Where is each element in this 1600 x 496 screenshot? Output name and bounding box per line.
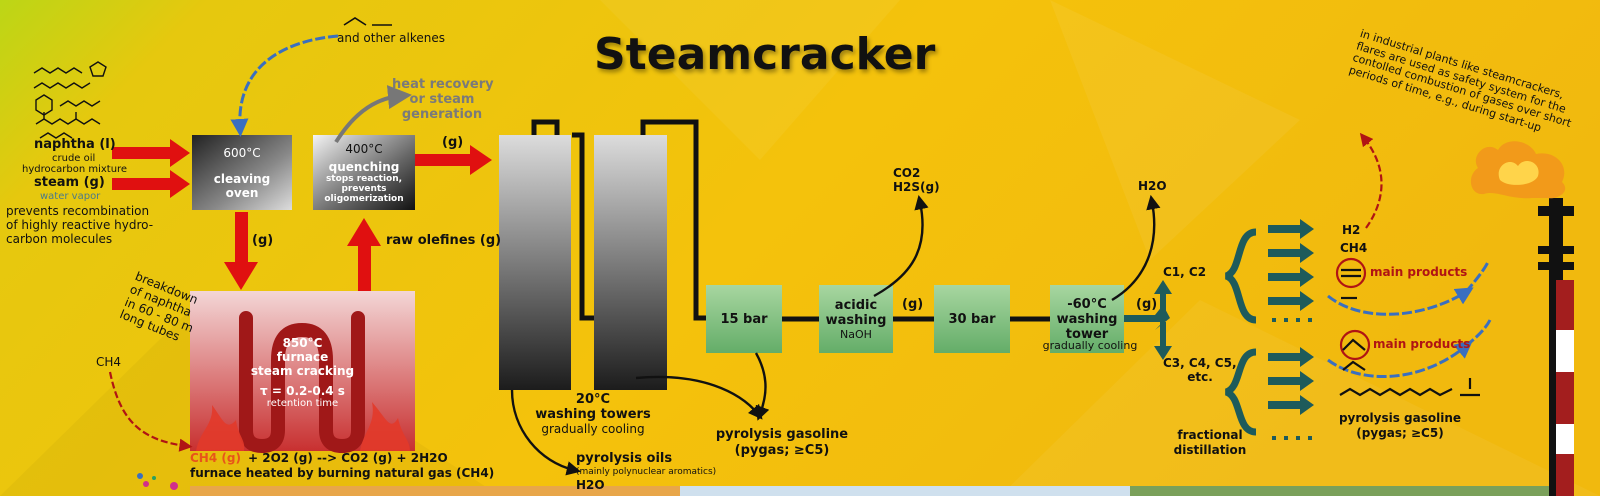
co2-label: CO2 (893, 166, 921, 180)
main-products-top: main products (1370, 265, 1468, 279)
c3c4-l2: etc. (1187, 370, 1213, 384)
pygas-right-l1: pyrolysis gasoline (1338, 411, 1462, 425)
cold-tower-temp: -60°C (1067, 296, 1107, 312)
quenching-box: 400°C quenching stops reaction, prevents… (313, 135, 415, 210)
furnace-l1: furnace (276, 350, 329, 364)
cleaving-oven-l1: cleaving (213, 171, 271, 186)
pyrolysis-oils-l1: pyrolysis oils (576, 451, 673, 466)
c1c2-label: C1, C2 (1163, 265, 1207, 279)
gas-label-tower: (g) (1136, 297, 1158, 312)
gas-label-top: (g) (442, 135, 464, 150)
furnace-retention: retention time (266, 398, 339, 409)
pyrolysis-oils-l3: H2O (576, 478, 605, 492)
furnace-temp: 850°C (282, 336, 323, 350)
cold-tower-l2: tower (1065, 326, 1109, 342)
quenching-l4: oligomerization (324, 193, 404, 204)
hydrocarbon-mixture-label: hydrocarbon mixture (22, 164, 128, 175)
pyrolysis-oils-l2: (mainly polynuclear aromatics) (576, 467, 717, 477)
compressor-30bar-label: 30 bar (948, 311, 996, 327)
compressor-30bar: 30 bar (934, 285, 1010, 353)
furnace-tau: τ = 0.2-0.4 s (260, 384, 345, 398)
cold-tower-l1: washing (1056, 311, 1118, 327)
cleaving-oven-l2: oven (225, 185, 259, 200)
fractional-l1: fractional (1177, 428, 1243, 442)
raw-olefines-label: raw olefines (g) (386, 233, 502, 248)
acidic-washing-l2: washing (825, 312, 887, 328)
gas-label-washing: (g) (902, 297, 924, 312)
gas-label-oven: (g) (252, 233, 274, 248)
quenching-temp: 400°C (345, 141, 383, 156)
h2o-label: H2O (1138, 179, 1167, 193)
steam-label: steam (g) (34, 175, 105, 190)
naphtha-label: naphtha (l) (34, 137, 116, 152)
combustion-reactant: CH4 (g) (190, 451, 241, 465)
cleaving-oven-temp: 600°C (223, 145, 261, 160)
alkenes-label: and other alkenes (337, 31, 446, 45)
c3c4-l1: C3, C4, C5, (1163, 356, 1237, 370)
heat-recovery-l1: heat recovery (392, 77, 494, 92)
h2s-label: H2S(g) (893, 180, 940, 194)
pygas-mid-l1: pyrolysis gasoline (715, 427, 849, 442)
washing-towers-l1: washing towers (535, 407, 651, 422)
compressor-15bar-label: 15 bar (720, 311, 768, 327)
heat-recovery-l2: or steam (409, 92, 475, 107)
quenching-l2: stops reaction, (325, 173, 403, 184)
main-products-bottom: main products (1373, 337, 1471, 351)
combustion-equation: + 2O2 (g) --> CO2 (g) + 2H2O (248, 451, 448, 465)
furnace-l2: steam cracking (250, 364, 355, 378)
acidic-washing-l1: acidic (834, 297, 878, 313)
page-title: Steamcracker (594, 29, 936, 80)
crude-oil-label: crude oil (52, 153, 96, 164)
product-h2: H2 (1342, 223, 1361, 237)
furnace: 850°C furnace steam cracking τ = 0.2-0.4… (240, 336, 365, 409)
feed-note-2: of highly reactive hydro- (6, 218, 154, 232)
washing-towers-temp: 20°C (575, 392, 611, 407)
feed-note-1: prevents recombination (6, 204, 150, 218)
water-vapor-label: water vapor (40, 191, 101, 202)
quenching-l3: prevents (341, 183, 387, 194)
heat-recovery-l3: generation (401, 107, 483, 122)
washing-towers-l2: gradually cooling (541, 422, 645, 436)
feed-note-3: carbon molecules (6, 232, 113, 246)
cold-tower-l3: gradually cooling (1042, 339, 1138, 352)
cold-washing-tower: -60°C washing tower (1050, 285, 1124, 353)
pygas-right-l2: (pygas; ≥C5) (1356, 426, 1444, 440)
product-ch4: CH4 (1340, 241, 1368, 255)
combustion-note: furnace heated by burning natural gas (C… (190, 466, 495, 480)
fractional-l2: distillation (1173, 443, 1247, 457)
acidic-washing: acidic washing NaOH (819, 285, 893, 353)
acidic-washing-l3: NaOH (840, 327, 872, 341)
ch4-label: CH4 (96, 355, 122, 369)
pygas-mid-l2: (pygas; ≥C5) (734, 443, 830, 458)
quenching-l1: quenching (328, 159, 400, 174)
cleaving-oven: 600°C cleaving oven (192, 135, 292, 210)
compressor-15bar: 15 bar (706, 285, 782, 353)
